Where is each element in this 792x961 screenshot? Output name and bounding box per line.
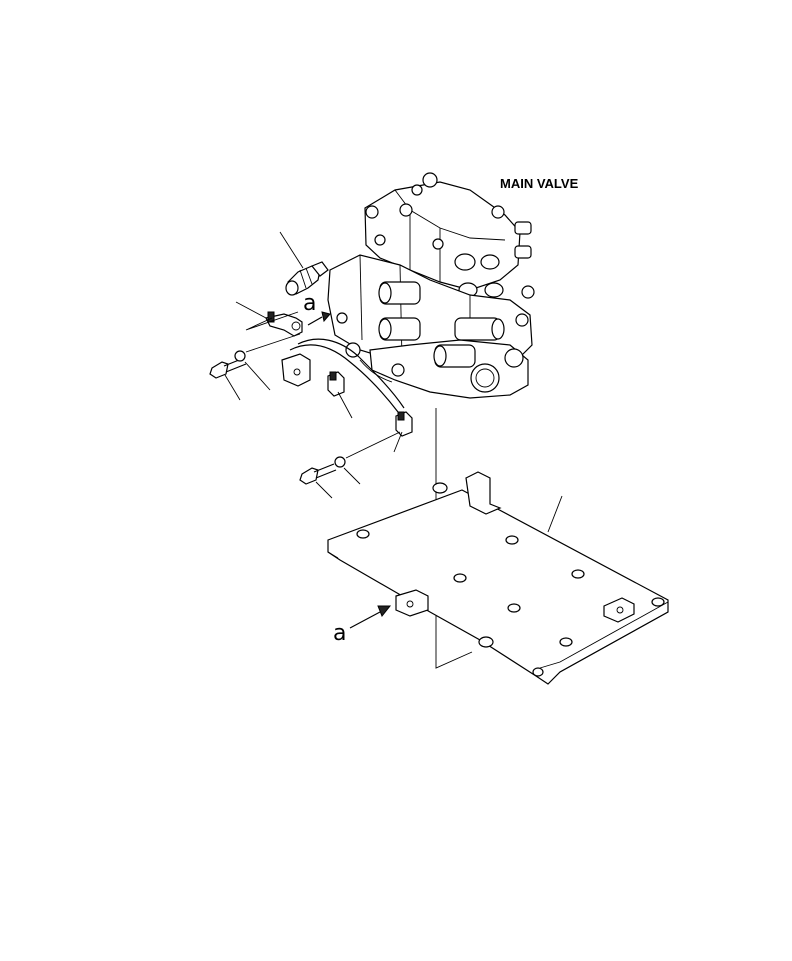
leader-clamp	[235, 301, 267, 319]
arrow-a-lower	[349, 605, 392, 629]
washer-upper	[234, 350, 246, 362]
ref-a-lower: a	[333, 621, 346, 646]
bracket-guide-lines	[245, 311, 299, 331]
washer-lower	[334, 456, 346, 468]
bolt-alignment-line	[245, 333, 301, 353]
leader-clip-middle	[337, 391, 353, 419]
clamp-bracket	[265, 311, 303, 337]
main-valve-label: MAIN VALVE	[500, 176, 579, 191]
bolt-alignment-line-lower	[345, 431, 401, 459]
mounting-plate	[327, 471, 669, 685]
cable-clip-lower	[395, 411, 413, 437]
arrow-a-upper	[307, 311, 331, 326]
ref-a-upper: a	[303, 291, 316, 316]
cable-lead	[359, 359, 393, 383]
sensor-cable	[289, 344, 399, 413]
leader-clip-lower	[393, 431, 403, 453]
leader-bolt-upper	[224, 374, 241, 401]
leader-bolt-lower	[315, 481, 333, 499]
leader-washer-upper	[244, 361, 271, 391]
pressure-sensor	[285, 261, 329, 296]
leader-washer-lower	[343, 467, 361, 485]
cable-clip-middle	[327, 371, 345, 397]
hose-clip-block	[281, 353, 311, 387]
bolt-lower	[299, 463, 337, 485]
leader-mounting-plate	[547, 495, 563, 533]
sensor-cable-return	[297, 338, 405, 409]
main-valve-assembly	[327, 172, 535, 399]
leader-sensor	[279, 231, 304, 269]
assembly-reference-line	[435, 408, 473, 669]
